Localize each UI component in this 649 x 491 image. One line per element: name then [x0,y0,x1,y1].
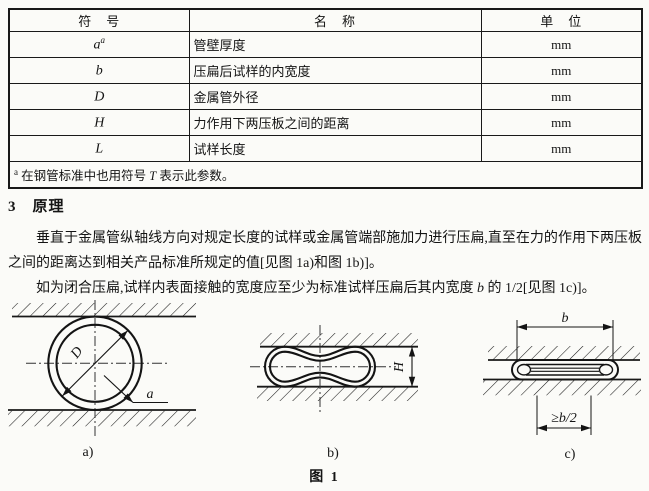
name-cell: 力作用下两压板之间的距离 [188,109,482,136]
figure-1b-flattened-tube: H b) [250,325,418,461]
figure-1b-label: b) [327,446,339,461]
symbol-b: b [95,63,103,79]
paragraph-2: 如为闭合压扁,试样内表面接触的宽度应至少为标准试样压扁后其内宽度 b 的 1/2… [8,276,642,301]
header-unit: 单 位 [480,8,643,32]
figure-caption: 图 1 [309,470,340,485]
wall-thickness-leader [103,375,134,403]
footnote-marker: a [14,166,18,177]
top-plate-hatching [488,346,640,360]
table-footnote-row: a 在钢管标准中也用符号 T 表示此参数。 [8,161,643,189]
table-row: L 试样长度 mm [8,135,643,162]
diameter-label: D [68,344,87,362]
header-symbol: 符 号 [8,8,190,32]
symbol-cell: aa [8,31,190,58]
symbol-a-sup: a [100,35,106,46]
name-cell: 金属管外径 [188,83,482,110]
diameter-dimension-line [61,330,129,397]
bottom-plate-hatching [257,387,418,401]
symbol-D: D [94,89,105,105]
unit-cell: mm [480,83,643,110]
symbol-a: a [93,37,101,53]
figure-1a-tube-cross-section: D a a) [8,300,196,460]
footnote-text: 在钢管标准中也用符号 [18,169,150,183]
wall-thickness-label: a [147,387,154,402]
figure-1a-label: a) [83,445,94,460]
symbol-cell: L [8,135,190,162]
name-cell: 压扁后试样的内宽度 [188,57,482,84]
table-row: D 金属管外径 mm [8,83,643,110]
table-header-row: 符 号 名 称 单 位 [8,8,643,32]
table-row: H 力作用下两压板之间的距离 mm [8,109,643,136]
tube-inner-wall [55,323,135,403]
unit-cell: mm [480,135,643,162]
b-label: b [562,311,569,326]
header-name: 名 称 [188,8,482,32]
paragraph-2-symbol-b: b [477,281,484,296]
paragraph-2-text-end: 的 1/2[见图 1c)]。 [484,281,596,296]
bottom-plate-hatching [483,380,641,396]
symbol-H: H [94,115,105,131]
figure-1c-label: c) [565,447,576,462]
symbol-table: 符 号 名 称 单 位 aa 管壁厚度 mm b 压扁后试样的内宽度 mm D … [8,8,643,189]
tube-inner-wall [268,350,372,383]
unit-cell: mm [480,109,643,136]
tube-outer-wall [511,359,619,381]
footnote-symbol-T: T [149,169,157,183]
figure-1c-closed-flattened-tube: b ≥b/2 c) [483,311,641,462]
section-heading: 3 原理 [8,199,65,215]
paragraph-1: 垂直于金属管纵轴线方向对规定长度的试样或金属管端部施加力进行压扁,直至在力的作用… [8,231,642,271]
bottom-plate-hatching [8,410,196,427]
top-plate-hatching [260,333,418,347]
footnote-cell: a 在钢管标准中也用符号 T 表示此参数。 [8,161,643,189]
symbol-cell: D [8,83,190,110]
top-plate-hatching [12,303,196,317]
name-cell: 管壁厚度 [188,31,482,58]
half-b-label: ≥b/2 [551,411,577,426]
footnote-text-end: 表示此参数。 [156,169,235,183]
unit-cell: mm [480,57,643,84]
symbol-cell: H [8,109,190,136]
symbol-cell: b [8,57,190,84]
tube-end-loop-left [516,363,532,376]
table-row: aa 管壁厚度 mm [8,31,643,58]
paragraph-2-text: 如为闭合压扁,试样内表面接触的宽度应至少为标准试样压扁后其内宽度 [36,281,477,296]
unit-cell: mm [480,31,643,58]
tube-end-loop-right [598,363,614,376]
table-row: b 压扁后试样的内宽度 mm [8,57,643,84]
H-label: H [392,361,407,373]
symbol-L: L [95,141,104,157]
tube-outer-wall [47,315,143,412]
tube-outer-wall [263,345,377,388]
name-cell: 试样长度 [188,135,482,162]
